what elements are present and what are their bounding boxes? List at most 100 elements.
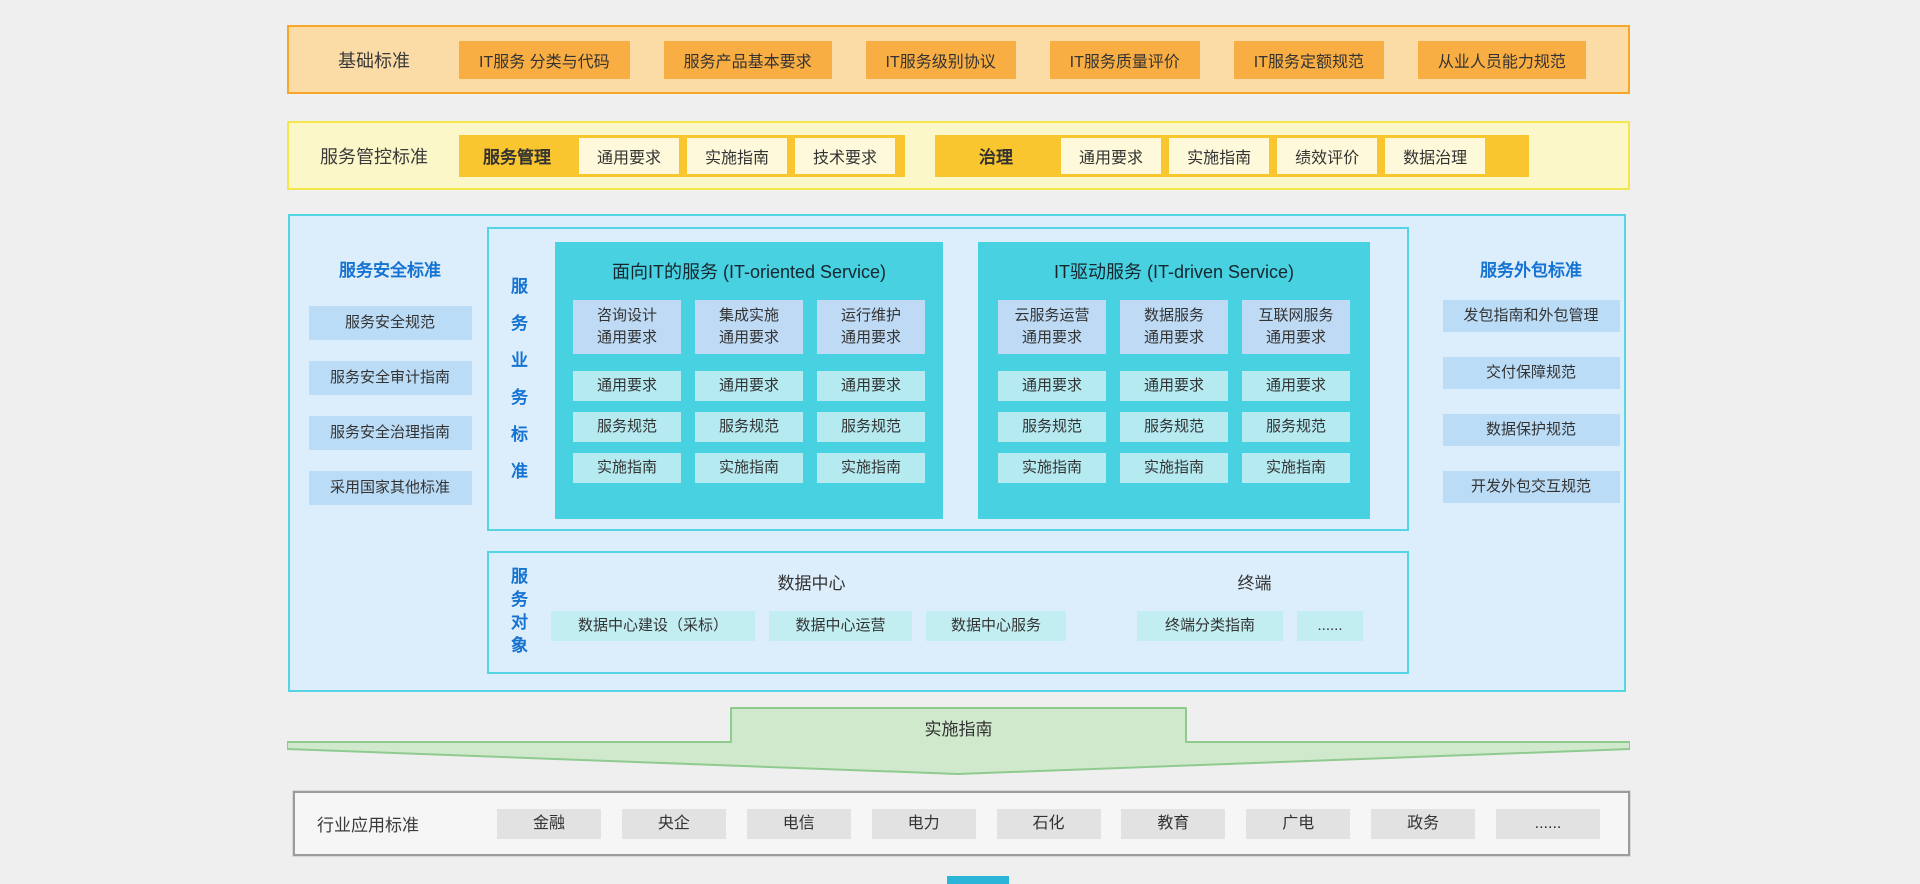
control-item: 实施指南 [687, 137, 788, 174]
standard-cell: 服务规范 [1242, 412, 1350, 442]
industry-item: 教育 [1121, 808, 1226, 839]
standard-cell: 服务规范 [817, 412, 925, 442]
standard-cell: 通用要求 [1120, 371, 1228, 401]
control-item: 通用要求 [579, 137, 680, 174]
basic-standard-item: IT服务 分类与代码 [459, 40, 630, 79]
column-header-line1: 咨询设计 [596, 307, 657, 325]
column-header-line2: 通用要求 [718, 329, 779, 346]
security-standards-title: 服务安全标准 [339, 261, 441, 280]
column-header-line2: 通用要求 [1143, 329, 1204, 346]
it-oriented-service-title: 面向IT的服务 (IT-oriented Service) [611, 262, 887, 282]
implementation-arrow-shape [287, 707, 1630, 775]
industry-standards-items: 金融 央企 电信 电力 石化 教育 广电 政务 ...... [497, 808, 1600, 839]
industry-standards-row: 行业应用标准 金融 央企 电信 电力 石化 教育 广电 政务 ...... [293, 791, 1630, 856]
basic-standard-item: 从业人员能力规范 [1417, 40, 1586, 79]
panel-column: 数据服务 通用要求 通用要求 服务规范 实施指南 [1120, 300, 1228, 483]
industry-item: 政务 [1371, 808, 1476, 839]
panel-column: 咨询设计 通用要求 通用要求 服务规范 实施指南 [573, 300, 681, 483]
column-header-line2: 通用要求 [1265, 329, 1326, 346]
column-header-line2: 通用要求 [1021, 329, 1082, 346]
column-header: 集成实施 通用要求 [695, 300, 803, 354]
object-item: 终端分类指南 [1137, 611, 1283, 641]
implementation-arrow-label: 实施指南 [924, 720, 993, 739]
column-header-line1: 集成实施 [718, 307, 779, 325]
it-driven-service-panel: IT驱动服务 (IT-driven Service) 云服务运营 通用要求 通用… [978, 242, 1370, 519]
column-header: 数据服务 通用要求 [1120, 300, 1228, 354]
standard-cell: 服务规范 [998, 412, 1106, 442]
service-business-box: 服务业务标准 面向IT的服务 (IT-oriented Service) 咨询设… [487, 227, 1409, 531]
basic-standard-item: IT服务级别协议 [865, 40, 1016, 79]
service-business-side-label: 服务业务标准 [508, 277, 527, 499]
control-item: 技术要求 [795, 137, 896, 174]
basic-standard-item: IT服务定额规范 [1233, 40, 1385, 79]
terminal-group-title: 终端 [1237, 574, 1272, 593]
service-management-group: 服务管理 通用要求 实施指南 技术要求 [459, 134, 906, 177]
industry-item: 央企 [621, 808, 726, 839]
standard-cell: 通用要求 [695, 371, 803, 401]
basic-standards-title: 基础标准 [338, 50, 410, 71]
service-management-label: 服务管理 [483, 148, 551, 167]
standard-cell: 通用要求 [573, 371, 681, 401]
standard-cell: 实施指南 [1120, 453, 1228, 483]
control-item: 通用要求 [1061, 137, 1162, 174]
standard-cell: 实施指南 [573, 453, 681, 483]
industry-standards-title: 行业应用标准 [317, 816, 419, 835]
outsourcing-item: 交付保障规范 [1442, 357, 1620, 389]
industry-item: ...... [1496, 808, 1600, 839]
object-item: 数据中心建设（采标） [551, 611, 755, 641]
industry-item: 广电 [1246, 808, 1351, 839]
security-item: 服务安全规范 [308, 306, 472, 340]
column-header-line2: 通用要求 [840, 329, 901, 346]
datacenter-group-title: 数据中心 [777, 574, 846, 593]
standard-cell: 通用要求 [1242, 371, 1350, 401]
service-control-row: 服务管控标准 服务管理 通用要求 实施指南 技术要求 治理 通用要求 实施指南 … [287, 121, 1630, 190]
service-objects-side-label: 服务对象 [508, 567, 527, 659]
industry-item: 电信 [746, 808, 851, 839]
column-header-line1: 互联网服务 [1258, 307, 1334, 325]
industry-item: 电力 [871, 808, 976, 839]
standard-cell: 实施指南 [817, 453, 925, 483]
column-header-line2: 通用要求 [596, 329, 657, 346]
terminal-items: 终端分类指南 ...... [1137, 611, 1363, 641]
governance-label: 治理 [979, 148, 1014, 167]
basic-standard-item: 服务产品基本要求 [663, 40, 832, 79]
object-item: 数据中心服务 [926, 611, 1066, 641]
outsourcing-standards-title: 服务外包标准 [1480, 261, 1582, 280]
outsourcing-item: 开发外包交互规范 [1442, 471, 1620, 503]
security-standards-items: 服务安全规范 服务安全审计指南 服务安全治理指南 采用国家其他标准 [300, 306, 480, 505]
standard-cell: 通用要求 [817, 371, 925, 401]
standard-cell: 通用要求 [998, 371, 1106, 401]
it-driven-service-title: IT驱动服务 (IT-driven Service) [1053, 262, 1295, 282]
column-header-line1: 数据服务 [1143, 307, 1204, 325]
service-control-title: 服务管控标准 [320, 146, 428, 167]
column-header-line1: 运行维护 [840, 307, 901, 325]
column-header: 互联网服务 通用要求 [1242, 300, 1350, 354]
control-item: 实施指南 [1169, 137, 1270, 174]
basic-standard-item: IT服务质量评价 [1049, 40, 1200, 79]
standard-cell: 服务规范 [1120, 412, 1228, 442]
it-driven-service-grid: 云服务运营 通用要求 通用要求 服务规范 实施指南 数据服务 通用要求 通用要求 [978, 300, 1370, 483]
industry-item: 石化 [996, 808, 1101, 839]
outsourcing-item: 数据保护规范 [1442, 414, 1620, 446]
it-oriented-service-grid: 咨询设计 通用要求 通用要求 服务规范 实施指南 集成实施 通用要求 通用要求 [555, 300, 943, 483]
panel-column: 集成实施 通用要求 通用要求 服务规范 实施指南 [695, 300, 803, 483]
standard-cell: 实施指南 [695, 453, 803, 483]
standard-cell: 服务规范 [695, 412, 803, 442]
datacenter-items: 数据中心建设（采标） 数据中心运营 数据中心服务 [551, 611, 1066, 641]
standard-cell: 实施指南 [998, 453, 1106, 483]
basic-standards-row: 基础标准 IT服务 分类与代码 服务产品基本要求 IT服务级别协议 IT服务质量… [287, 25, 1630, 94]
service-objects-box: 服务对象 数据中心 数据中心建设（采标） 数据中心运营 数据中心服务 终端 终端… [487, 551, 1409, 674]
standard-cell: 服务规范 [573, 412, 681, 442]
column-header-line1: 云服务运营 [1014, 307, 1090, 325]
outsourcing-standards-items: 发包指南和外包管理 交付保障规范 数据保护规范 开发外包交互规范 [1436, 300, 1626, 503]
control-item: 数据治理 [1385, 137, 1486, 174]
it-oriented-service-panel: 面向IT的服务 (IT-oriented Service) 咨询设计 通用要求 … [555, 242, 943, 519]
clipped-bottom-element [947, 876, 1009, 884]
governance-group: 治理 通用要求 实施指南 绩效评价 数据治理 [935, 134, 1530, 177]
column-header: 咨询设计 通用要求 [573, 300, 681, 354]
implementation-arrow [287, 707, 1630, 775]
main-standards-box: 服务安全标准 服务安全规范 服务安全审计指南 服务安全治理指南 采用国家其他标准… [288, 214, 1626, 692]
control-item: 绩效评价 [1277, 137, 1378, 174]
panel-column: 云服务运营 通用要求 通用要求 服务规范 实施指南 [998, 300, 1106, 483]
security-item: 采用国家其他标准 [308, 471, 472, 505]
